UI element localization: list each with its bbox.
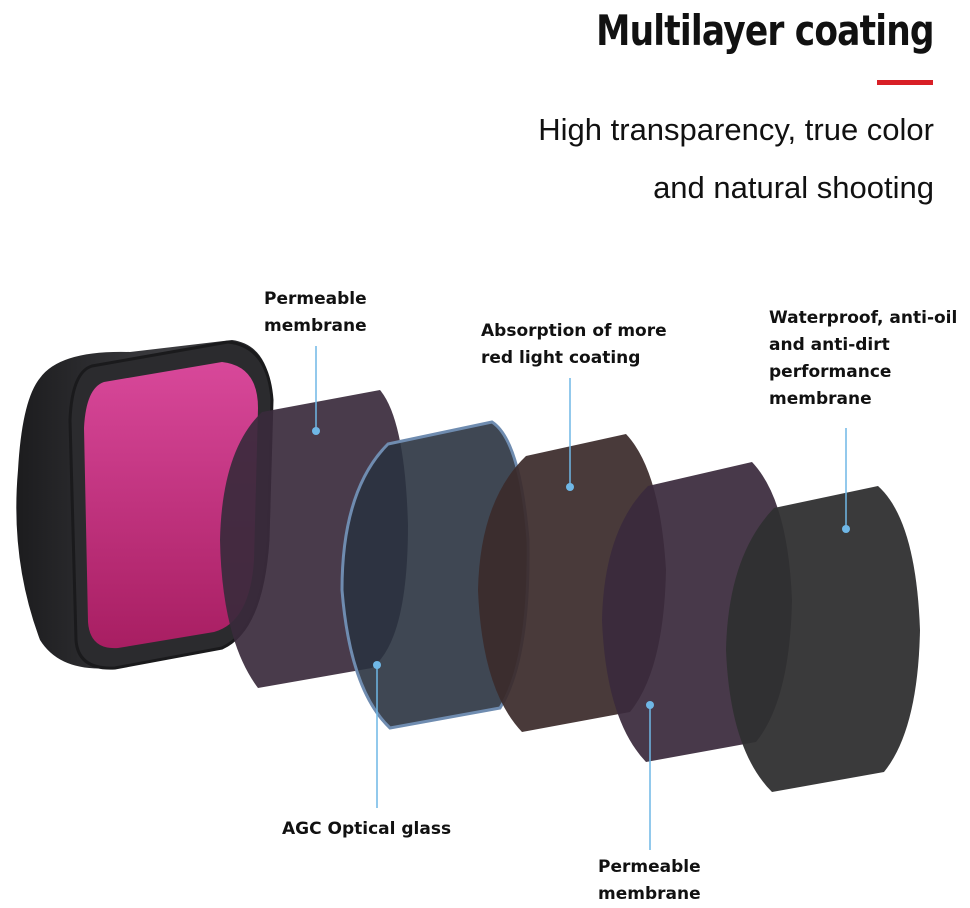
callout-waterproof-line3: performance <box>769 362 892 382</box>
leader-dot-agc-glass <box>373 661 381 669</box>
leader-dot-permeable-bottom <box>646 701 654 709</box>
callout-permeable-top-line2: membrane <box>264 316 367 336</box>
callout-permeable-top: Permeable membrane <box>264 286 367 340</box>
filter-lens <box>84 362 258 649</box>
page-title: Multilayer coating <box>596 6 934 55</box>
leader-dot-waterproof <box>842 525 850 533</box>
callout-permeable-bottom-line2: membrane <box>598 884 701 904</box>
callout-absorption-line1: Absorption of more <box>481 321 667 341</box>
callout-waterproof-line1: Waterproof, anti-oil <box>769 308 958 328</box>
callout-waterproof-line2: and anti-dirt <box>769 335 890 355</box>
callout-waterproof-line4: membrane <box>769 389 872 409</box>
subtitle-line-2: and natural shooting <box>653 170 934 205</box>
callout-absorption: Absorption of more red light coating <box>481 318 667 372</box>
callout-agc-glass-line1: AGC Optical glass <box>282 819 452 839</box>
callout-permeable-bottom-line1: Permeable <box>598 857 701 877</box>
subtitle-line-1: High transparency, true color <box>538 112 934 147</box>
filter-housing <box>16 340 274 670</box>
callout-waterproof: Waterproof, anti-oil and anti-dirt perfo… <box>769 305 957 413</box>
callout-leaders <box>312 346 850 850</box>
callout-agc-glass: AGC Optical glass <box>282 816 451 843</box>
layer-waterproof <box>726 486 920 792</box>
title-accent-bar <box>877 80 933 85</box>
callout-permeable-top-line1: Permeable <box>264 289 367 309</box>
leader-dot-permeable-top <box>312 427 320 435</box>
leader-dot-absorption <box>566 483 574 491</box>
callout-permeable-bottom: Permeable membrane <box>598 854 701 908</box>
callout-absorption-line2: red light coating <box>481 348 641 368</box>
